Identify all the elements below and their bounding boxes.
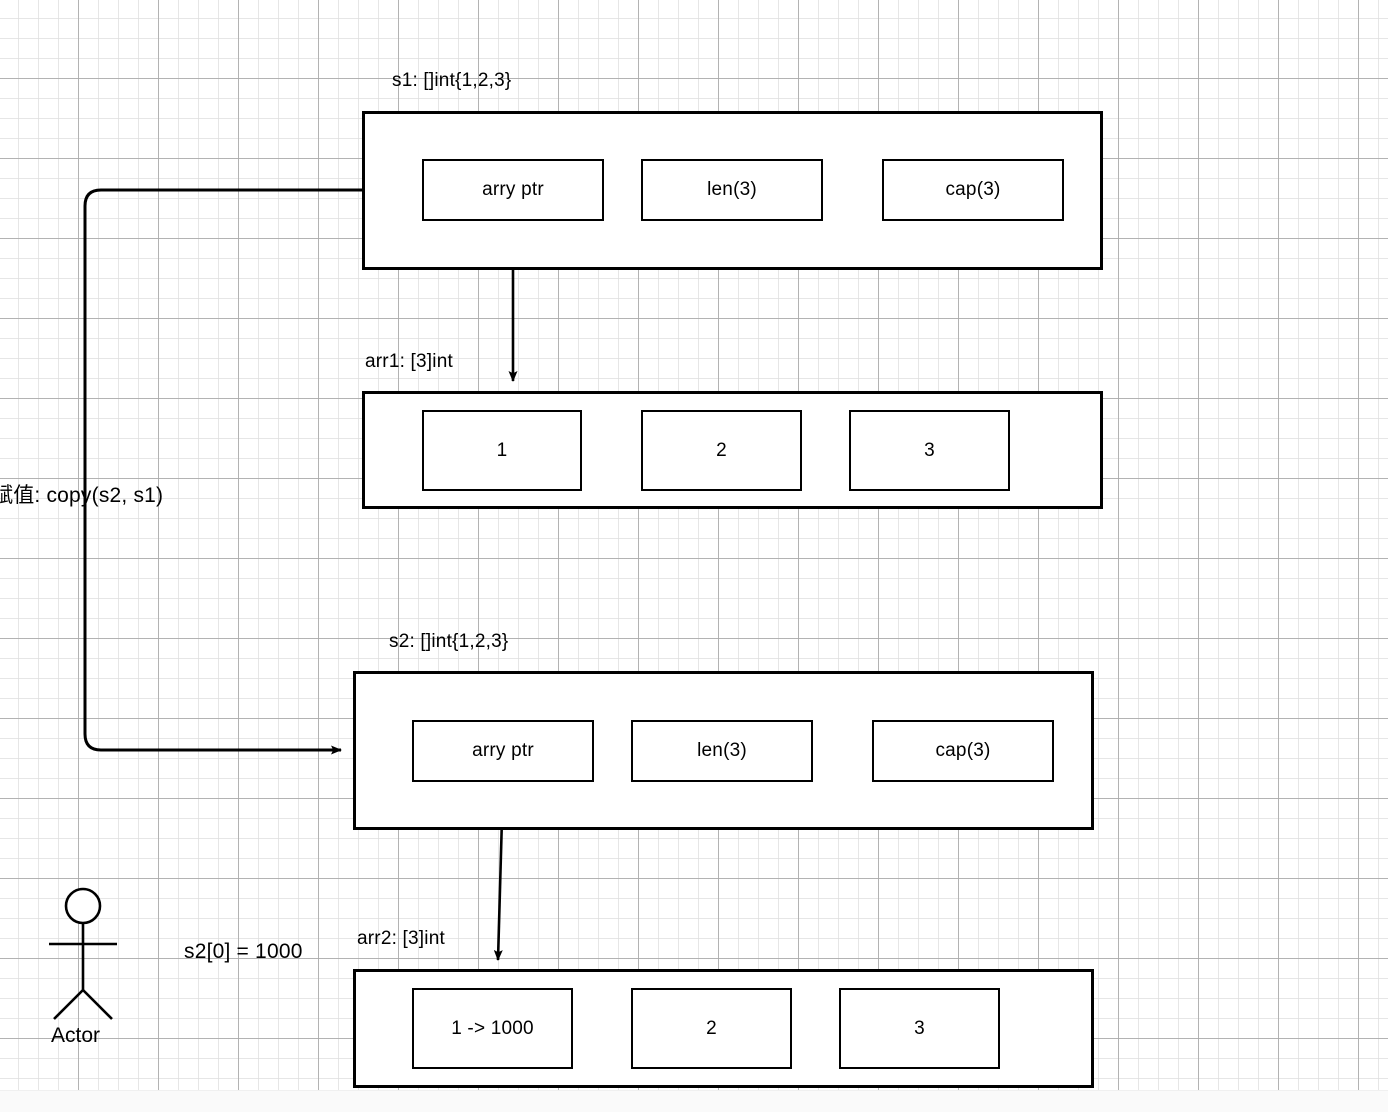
arr1-caption: arr1: [3]int xyxy=(365,351,453,372)
page-bottom-strip xyxy=(0,1090,1388,1112)
s1-field-arry-ptr[interactable]: arry ptr xyxy=(422,159,604,221)
s1-field-cap[interactable]: cap(3) xyxy=(882,159,1064,221)
arr2-element-1[interactable]: 2 xyxy=(631,988,792,1069)
connector-s1-to-s2-copy xyxy=(83,188,362,755)
actor-label: Actor xyxy=(51,1024,101,1047)
s1-field-len[interactable]: len(3) xyxy=(641,159,823,221)
arr1-element-1[interactable]: 2 xyxy=(641,410,802,491)
s1-caption: s1: []int{1,2,3} xyxy=(392,70,512,91)
s2-field-len[interactable]: len(3) xyxy=(631,720,813,782)
arr2-element-2[interactable]: 3 xyxy=(839,988,1000,1069)
arr1-element-2[interactable]: 3 xyxy=(849,410,1010,491)
arr2-element-0[interactable]: 1 -> 1000 xyxy=(412,988,573,1069)
arr1-element-0[interactable]: 1 xyxy=(422,410,582,491)
actor-figure xyxy=(49,887,117,1020)
s2-field-cap[interactable]: cap(3) xyxy=(872,720,1054,782)
assign-action-label: s2[0] = 1000 xyxy=(184,940,303,963)
s2-field-arry-ptr[interactable]: arry ptr xyxy=(412,720,594,782)
s2-caption: s2: []int{1,2,3} xyxy=(389,631,509,652)
arr2-caption: arr2: [3]int xyxy=(357,928,445,949)
copy-connector-label: 赋值: copy(s2, s1) xyxy=(0,484,164,507)
